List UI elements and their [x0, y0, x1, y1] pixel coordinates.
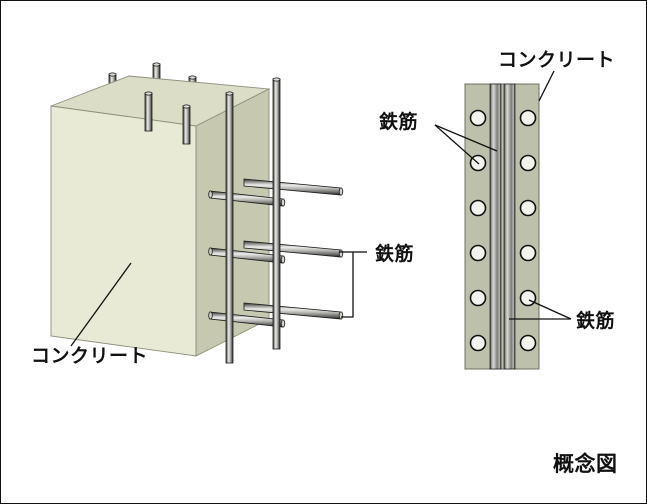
rebar-circle: [519, 154, 537, 172]
label-rebar-left: 鉄筋: [375, 243, 415, 265]
vertical-rebar-group: [225, 77, 281, 364]
rebar-circle: [469, 109, 487, 127]
rebar-stub-group-front: [144, 91, 191, 145]
rebar-bracket-left: [339, 251, 367, 318]
concrete-front-face: [50, 105, 197, 357]
leader-line-rebar-right-top-a: [434, 124, 498, 152]
rebar-circle: [469, 244, 487, 262]
diagonal-rebar-bar: [243, 178, 344, 196]
section-rebar-circle-column-left: [469, 109, 487, 352]
rebar-circle: [469, 199, 487, 217]
rebar-circle: [519, 244, 537, 262]
label-rebar-right-top: 鉄筋: [379, 111, 419, 133]
diagonal-rebar-group: [243, 178, 344, 320]
leader-line-rebar-right-bottom-a: [528, 299, 572, 320]
vertical-rebar-bar: [225, 91, 234, 364]
section-concrete-body: [464, 83, 540, 370]
section-rebar-strip: [489, 83, 502, 370]
rebar-circle: [469, 289, 487, 307]
section-rebar-strip: [503, 83, 516, 370]
vertical-rebar-bar: [272, 77, 281, 350]
label-concrete-right: コンクリート: [498, 49, 616, 71]
leader-line-rebar-right-top-b: [434, 124, 480, 165]
perspective-block-group: [50, 62, 367, 364]
label-concrete-left: コンクリート: [31, 345, 149, 367]
rebar-circle: [469, 334, 487, 352]
cross-section-group: [434, 70, 572, 370]
rebar-stub: [144, 91, 153, 132]
leader-line-concrete-right: [538, 70, 555, 102]
rebar-stub: [182, 104, 191, 145]
rebar-circle: [519, 289, 537, 307]
label-rebar-right-bottom: 鉄筋: [576, 310, 616, 332]
rebar-circle: [519, 199, 537, 217]
leader-line-concrete-left: [70, 262, 132, 347]
rebar-circle: [519, 334, 537, 352]
rebar-circle: [519, 109, 537, 127]
figure-caption: 概念図: [553, 452, 618, 476]
